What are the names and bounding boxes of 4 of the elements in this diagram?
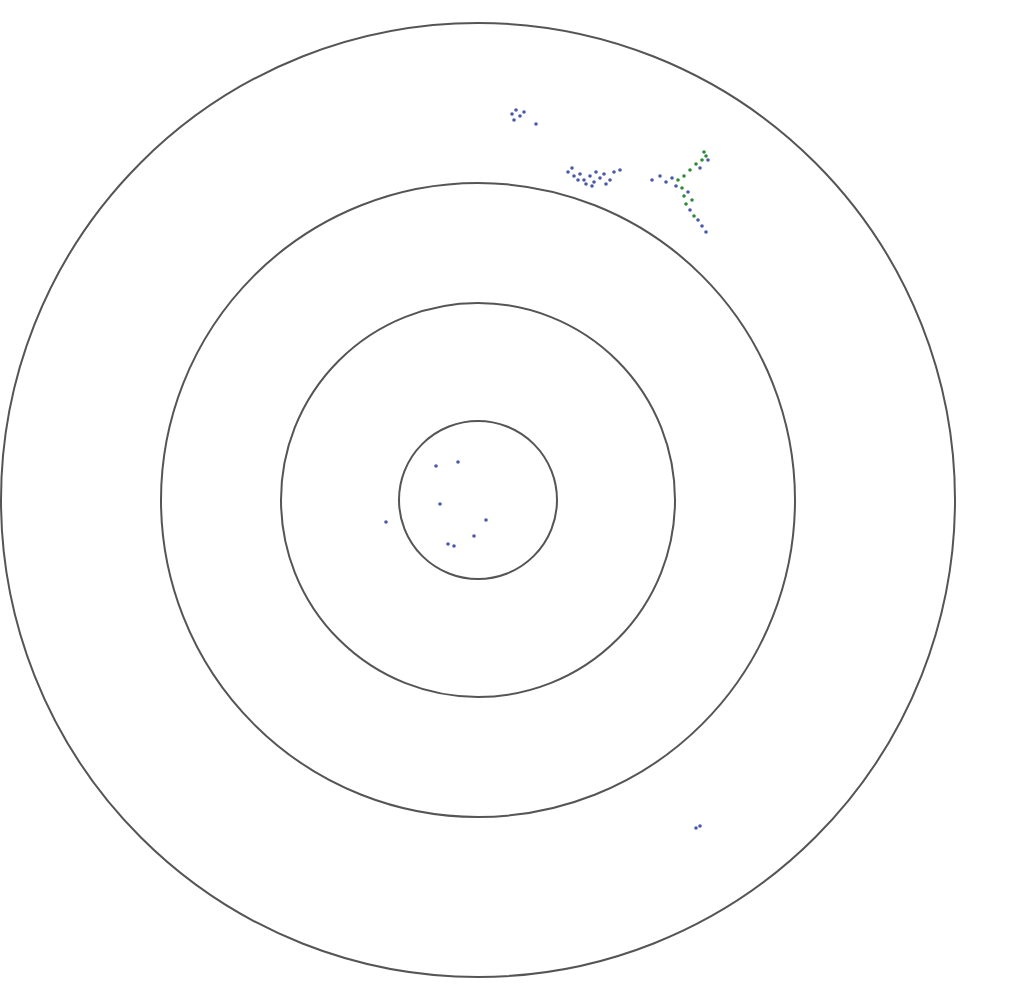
ring-circle [160,182,796,818]
ring-circle [280,302,676,698]
ring-circle [398,420,558,580]
ring-circle [0,22,956,978]
